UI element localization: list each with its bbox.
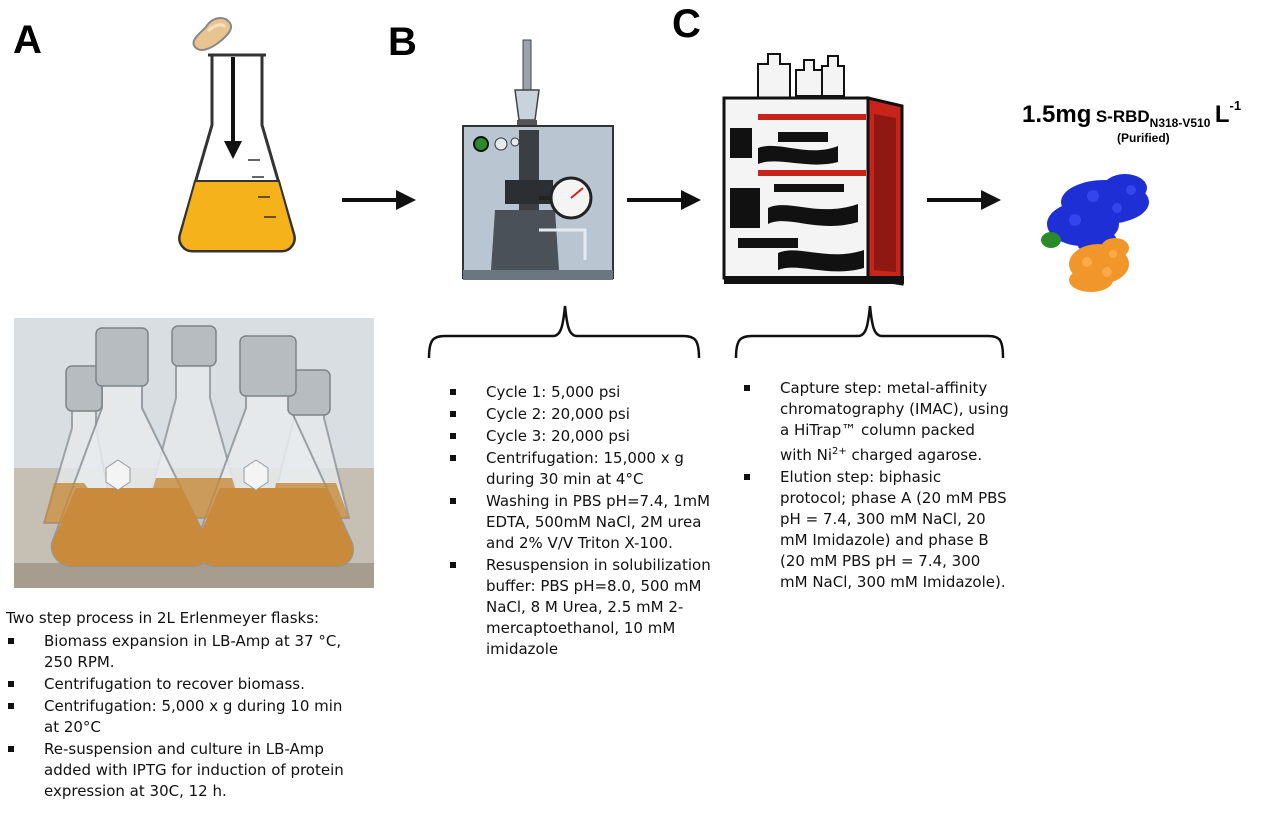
ni-superscript: 2+: [831, 446, 847, 457]
panel-c-steps: Capture step: metal-affinity chromatogra…: [742, 378, 1010, 594]
bullet-icon: [450, 389, 456, 395]
panel-b-steps: Cycle 1: 5,000 psi Cycle 2: 20,000 psi C…: [448, 382, 718, 661]
list-item: Centrifugation: 15,000 x g during 30 min…: [448, 448, 718, 490]
panel-a-intro: Two step process in 2L Erlenmeyer flasks…: [6, 609, 320, 627]
bacterium-icon: [192, 17, 232, 51]
erlenmeyer-flask-icon: [178, 17, 296, 253]
bullet-icon: [8, 703, 14, 709]
list-item: Biomass expansion in LB-Amp at 37 °C, 25…: [6, 631, 351, 673]
list-item: Cycle 3: 20,000 psi: [448, 426, 718, 447]
bullet-icon: [450, 455, 456, 461]
list-item: Re-suspension and culture in LB-Amp adde…: [6, 739, 351, 802]
bullet-icon: [450, 411, 456, 417]
bullet-icon: [8, 681, 14, 687]
purified-note: (Purified): [1117, 131, 1170, 145]
yield-unit-superscript: -1: [1229, 98, 1242, 113]
yield-protein-subscript: N318-V510: [1149, 116, 1211, 130]
panel-label-a: A: [13, 18, 42, 62]
panel-label-b: B: [388, 20, 417, 64]
yield-protein: S-RBD: [1095, 107, 1150, 126]
panel-label-c: C: [672, 2, 701, 46]
list-item: Cycle 1: 5,000 psi: [448, 382, 718, 403]
chromatography-system-icon: [722, 53, 904, 286]
bullet-icon: [8, 638, 14, 644]
high-pressure-homogenizer-icon: [462, 39, 614, 280]
protein-structure-icon: [1041, 174, 1149, 292]
bullet-icon: [450, 498, 456, 504]
arrow-down-icon: [224, 57, 242, 159]
panel-a-steps: Biomass expansion in LB-Amp at 37 °C, 25…: [6, 631, 351, 803]
flask-culture-photo: [14, 318, 374, 588]
list-item: Washing in PBS pH=7.4, 1mM EDTA, 500mM N…: [448, 491, 718, 554]
list-item: Centrifugation to recover biomass.: [6, 674, 351, 695]
arrow-right-icon: [927, 190, 1001, 210]
bullet-icon: [744, 385, 750, 391]
bracket-icon: [427, 305, 701, 359]
list-item: Elution step: biphasic protocol; phase A…: [742, 467, 1010, 593]
bullet-icon: [8, 746, 14, 752]
bullet-icon: [450, 433, 456, 439]
list-item: Resuspension in solubilization buffer: P…: [448, 555, 718, 660]
yield-label: 1.5mg S-RBDN318-V510 L-1: [1022, 98, 1241, 130]
bracket-icon: [734, 305, 1005, 359]
arrow-right-icon: [342, 190, 416, 210]
bullet-icon: [450, 562, 456, 568]
yield-unit: L: [1214, 101, 1230, 128]
list-item: Centrifugation: 5,000 x g during 10 min …: [6, 696, 351, 738]
list-item: Capture step: metal-affinity chromatogra…: [742, 378, 1010, 466]
arrow-right-icon: [627, 190, 701, 210]
yield-amount: 1.5mg: [1022, 101, 1092, 128]
list-item: Cycle 2: 20,000 psi: [448, 404, 718, 425]
bullet-icon: [744, 474, 750, 480]
